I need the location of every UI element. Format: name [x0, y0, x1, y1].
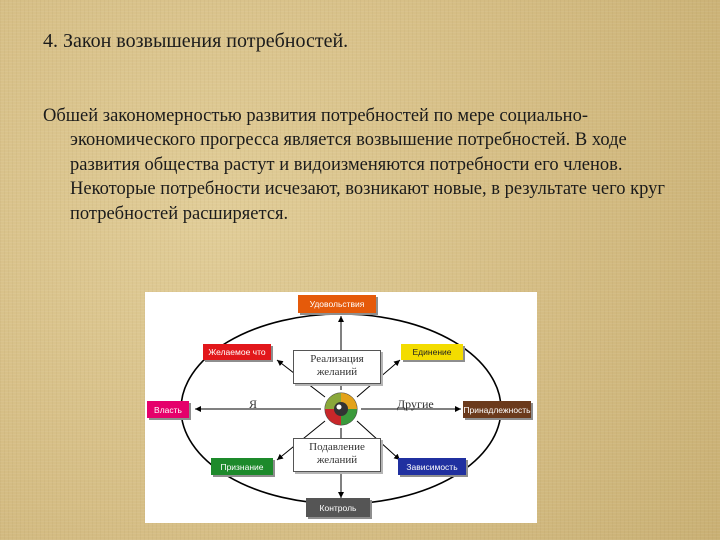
inner-box-suppression: Подавление желаний — [293, 438, 381, 472]
box-top-label: Удовольствия — [309, 299, 365, 309]
box-upper-right-label: Единение — [412, 347, 452, 357]
box-top: Удовольствия — [298, 295, 376, 313]
box-left: Власть — [147, 401, 189, 418]
needs-circle-diagram: Реализация желаний Подавление желаний Я … — [145, 292, 537, 523]
slide-title: 4. Закон возвышения потребностей. — [43, 30, 349, 52]
box-lower-left: Признание — [211, 458, 273, 475]
box-upper-right: Единение — [401, 344, 463, 360]
box-upper-left: Желаемое что — [203, 344, 271, 360]
inner-box-suppression-label: Подавление желаний — [309, 441, 365, 466]
axis-label-others: Другие — [397, 397, 434, 411]
box-lower-left-label: Признание — [220, 461, 264, 472]
box-lower-right-label: Зависимость — [406, 461, 458, 472]
compass-icon — [324, 392, 358, 426]
box-right-label: Принадлежность — [463, 404, 531, 415]
inner-box-realization: Реализация желаний — [293, 350, 381, 384]
box-right: Принадлежность — [463, 401, 531, 418]
box-left-label: Власть — [154, 404, 182, 415]
axis-label-self: Я — [249, 397, 258, 411]
box-upper-left-label: Желаемое что — [208, 347, 266, 357]
inner-box-realization-label: Реализация желаний — [310, 353, 364, 378]
box-bottom-label: Контроль — [319, 502, 357, 513]
box-bottom: Контроль — [306, 498, 370, 517]
slide-body-text: Обшей закономерностью развития потребнос… — [43, 106, 665, 224]
box-lower-right: Зависимость — [398, 458, 466, 475]
